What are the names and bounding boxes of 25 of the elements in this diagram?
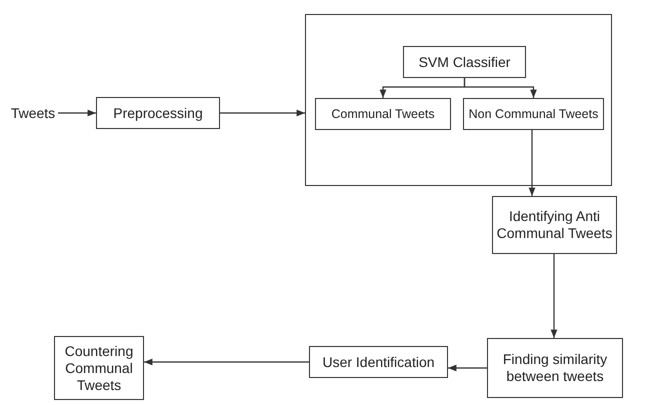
node-text: Identifying Anti Communal Tweets <box>496 208 614 242</box>
process-box <box>463 98 604 130</box>
process-box <box>54 336 144 400</box>
process-box <box>96 97 220 129</box>
node-text: Preprocessing <box>113 104 203 122</box>
arrow <box>144 358 309 366</box>
process-box <box>492 196 617 254</box>
node-text: Non Communal Tweets <box>468 106 598 122</box>
container-box <box>305 14 612 186</box>
node-text: Countering Communal Tweets <box>64 342 134 394</box>
arrow <box>464 78 537 98</box>
process-box <box>403 46 526 78</box>
arrow <box>448 364 487 372</box>
arrow <box>58 110 96 116</box>
process-box <box>315 98 451 130</box>
node-text: Communal Tweets <box>331 106 435 122</box>
arrow <box>528 130 536 196</box>
node-text: SVM Classifier <box>418 54 510 70</box>
process-box <box>487 338 623 398</box>
arrow <box>220 110 305 116</box>
arrow <box>550 254 558 338</box>
process-box <box>309 346 448 378</box>
node-text: Tweets <box>10 104 56 122</box>
node-text: User Identification <box>322 354 435 370</box>
node-text: Finding similarity between tweets <box>502 351 608 385</box>
